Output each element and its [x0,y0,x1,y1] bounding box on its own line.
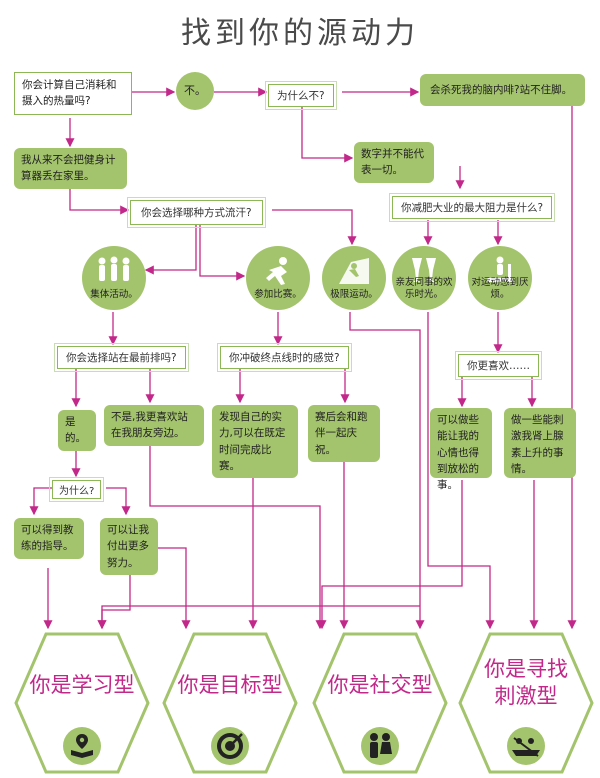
numbers-not-everything-box: 数字并不能代表一切。 [354,142,434,183]
front-row-question: 你会选择站在最前排吗? [54,343,189,372]
hexagon-learner [14,632,150,774]
result-thrill: 你是寻找刺激型 [458,632,594,774]
connector-29 [149,446,325,630]
connector-30 [349,312,425,630]
hexagon-goal [162,632,298,774]
result-social: 你是社交型 [312,632,448,774]
yes-box: 是的。 [58,410,96,451]
connector-4 [301,100,354,163]
friends-time-circle: 亲友同事的欢乐时光。 [392,246,456,310]
group-icon [98,256,130,281]
race-label: 参加比赛。 [254,289,302,301]
adrenaline-box: 做一些能刺激我肾上腺素上升的事情。 [504,408,576,478]
answer-no-label: 不。 [184,84,206,98]
why-box: 为什么? [48,477,105,502]
connector-23 [106,487,131,516]
connector-11 [199,222,246,281]
endorphin-box: 会杀死我的脑内啡?站不住脚。 [420,74,585,107]
group-activity-circle: 集体活动。 [82,246,146,310]
extreme-sport-label: 极限运动。 [330,289,378,301]
extreme-sport-circle: 极限运动。 [322,246,386,310]
connector-25 [97,570,131,630]
group-activity-label: 集体活动。 [90,289,138,301]
bored-label: 对运动感到厌烦。 [471,277,529,301]
connector-6 [69,180,130,215]
result-goal-label: 你是目标型 [177,673,283,697]
bored-circle: 对运动感到厌烦。 [468,246,532,310]
connector-31 [427,312,495,630]
connector-22 [29,487,52,516]
page-title: 找到你的源动力 [181,16,419,51]
result-learner: 你是学习型 [14,632,150,774]
push-harder-box: 可以让我付出更多努力。 [100,518,158,575]
question-count-calories: 你会计算自己消耗和摄入的热量吗? [14,72,132,115]
coach-guidance-box: 可以得到教练的指导。 [14,518,84,559]
stand-by-friends-box: 不是,我更喜欢站在我朋友旁边。 [104,405,204,446]
hexagon-social [312,632,448,774]
connector-35 [97,605,420,630]
race-circle: 参加比赛。 [246,246,310,310]
you-prefer-box: 你更喜欢…… [455,351,542,380]
finish-line-question: 你冲破终点线时的感觉? [217,343,352,372]
climber-icon [339,258,369,284]
why-not-box: 为什么不? [265,81,337,110]
cheers-icon [412,258,436,282]
never-leave-calculator-box: 我从来不会把健身计算器丢在家里。 [14,148,127,189]
connector-33 [317,480,463,630]
result-goal: 你是目标型 [162,632,298,774]
friends-time-label: 亲友同事的欢乐时光。 [395,277,453,301]
biggest-obstacle-box: 你减肥大业的最大阻力是什么? [388,193,556,222]
result-social-label: 你是社交型 [327,673,433,697]
result-learner-label: 你是学习型 [29,673,135,697]
how-to-sweat-box: 你会选择哪种方式流汗? [127,197,266,228]
discover-strength-box: 发现自己的实力,可以在既定时间完成比赛。 [212,405,298,479]
book-pin-icon [63,727,101,765]
answer-no-circle: 不。 [176,72,214,110]
relax-box: 可以做些能让我的心情也得到放松的事。 [430,408,492,491]
rafting-icon [507,727,545,765]
runner-icon [266,257,287,285]
connector-9 [272,209,357,246]
hexagon-thrill [458,632,594,774]
result-thrill-label: 你是寻找刺激型 [484,657,568,709]
target-icon [211,727,249,765]
celebrate-box: 赛后会和跑伴一起庆祝。 [308,405,380,462]
treadmill-icon [487,256,513,282]
connector-10 [144,222,197,275]
people-icon [361,727,399,765]
